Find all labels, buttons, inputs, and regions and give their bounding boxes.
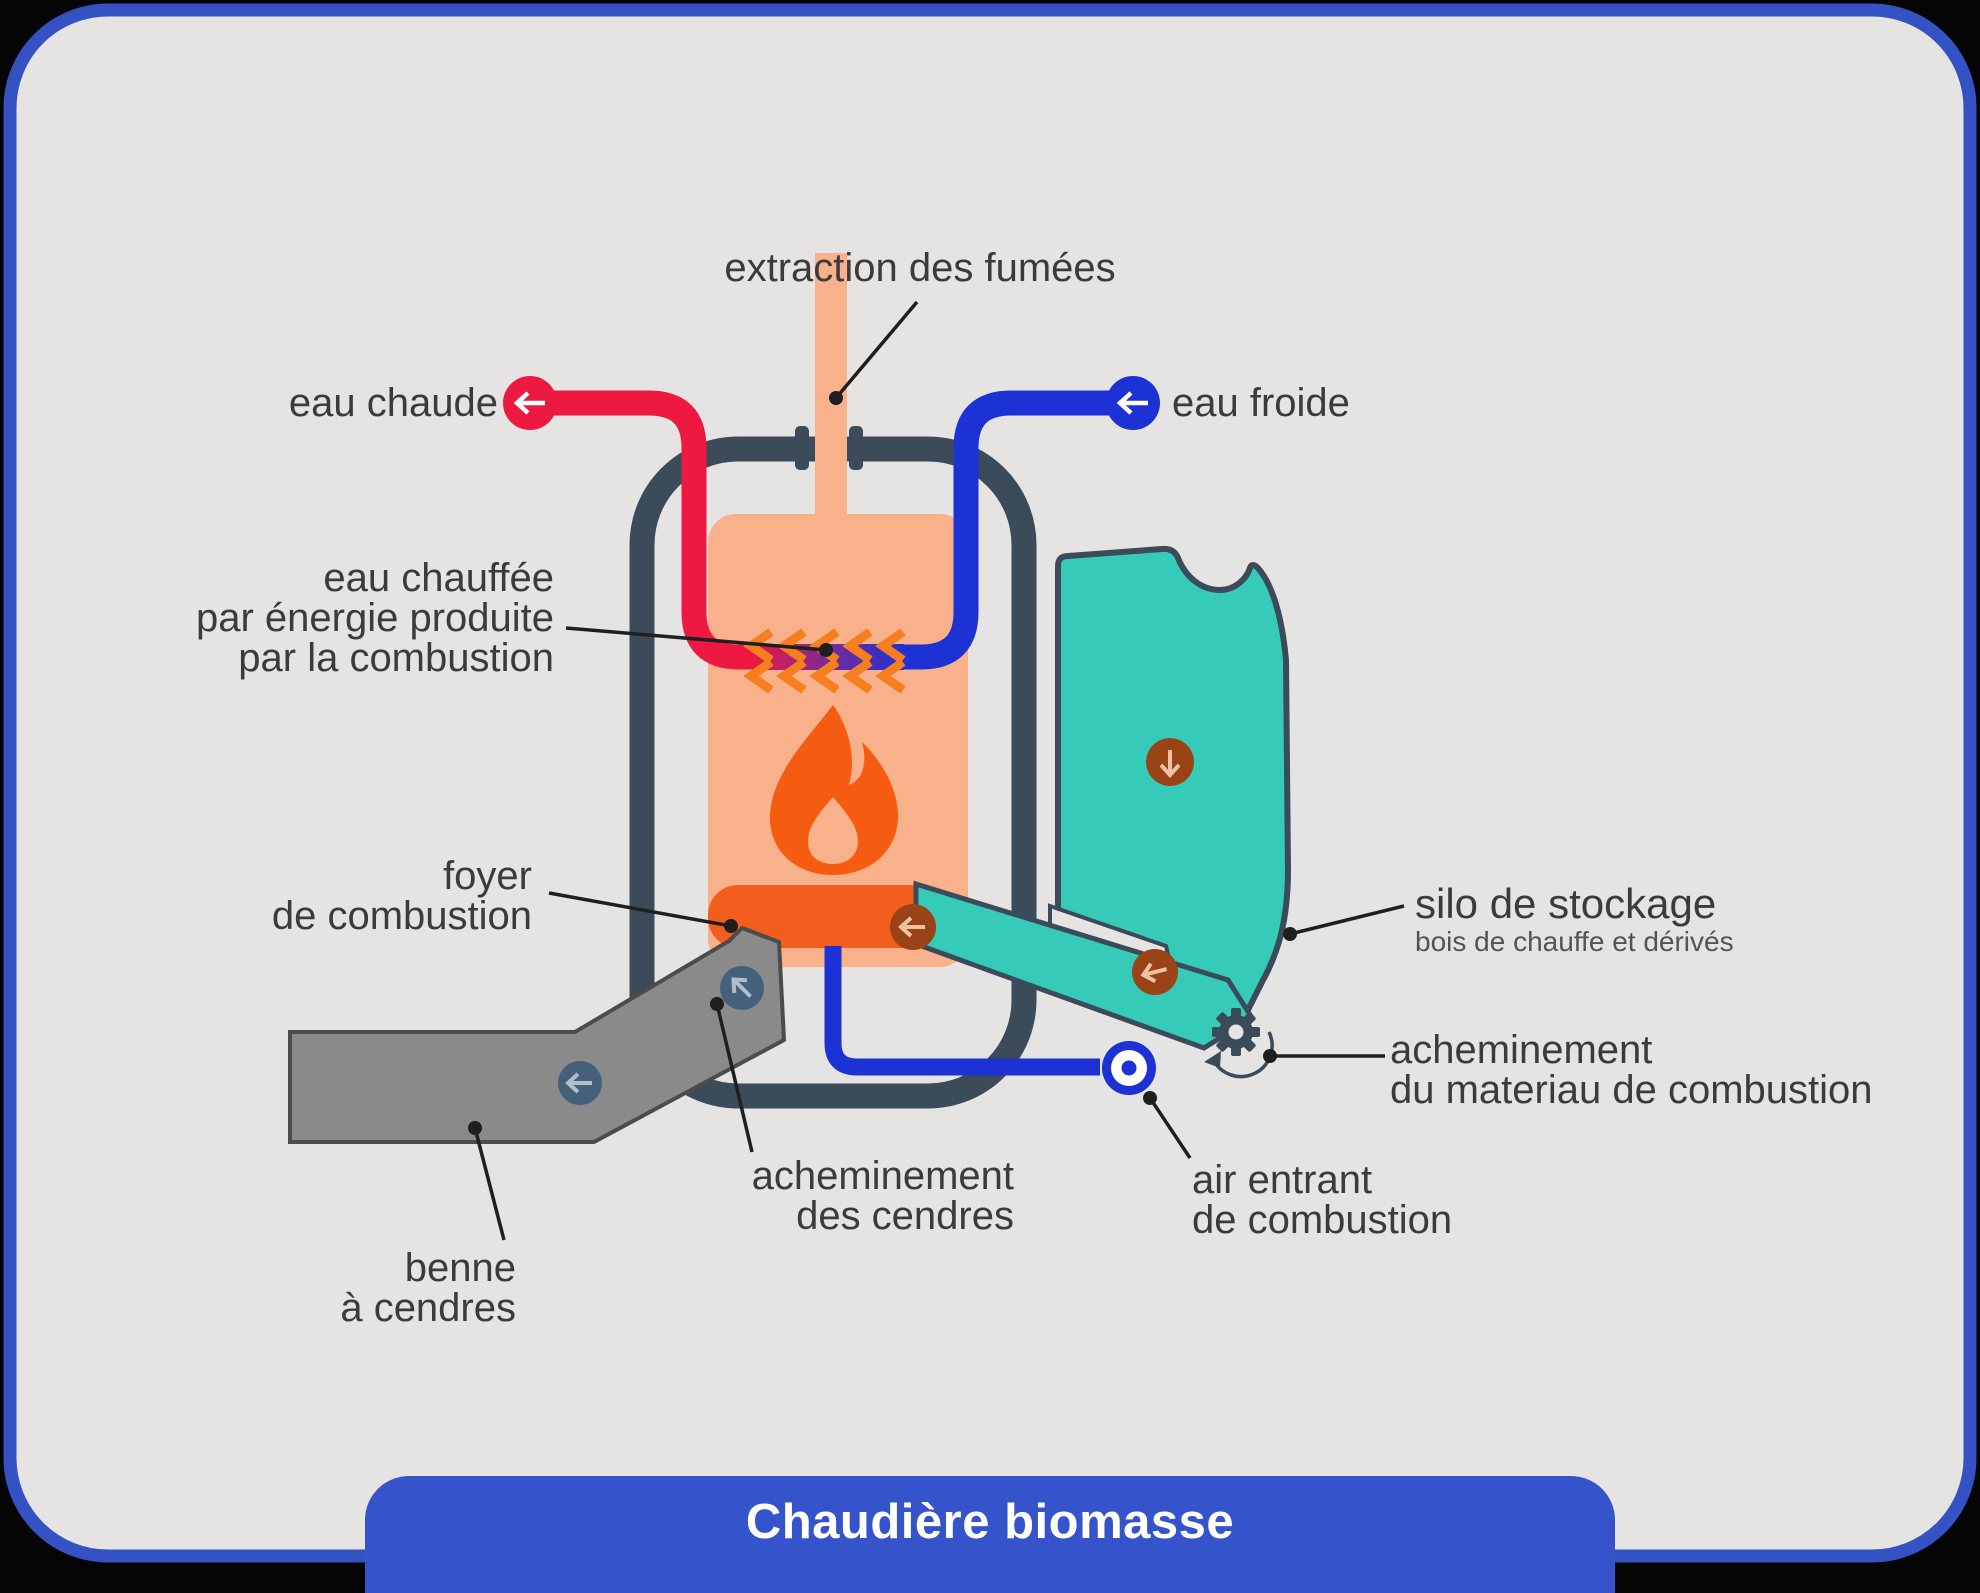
hot-water-pipe [530, 390, 760, 670]
cold-water-arrow-icon [1106, 376, 1160, 430]
label-extraction-fumees: extraction des fumées [724, 246, 1116, 290]
label-silo-stockage: silo de stockage bois de chauffe et déri… [1415, 880, 1734, 958]
silo-arrow-down-icon [1146, 738, 1194, 786]
ash-conveyor [288, 925, 787, 1144]
chute-arrow-left-icon [1132, 949, 1178, 995]
chimney-collar-right [849, 426, 863, 470]
gear-icon [1212, 1008, 1260, 1056]
label-air-entrant: air entrant de combustion [1192, 1158, 1453, 1242]
label-eau-froide: eau froide [1172, 381, 1350, 425]
leader-dots [468, 391, 1297, 1135]
label-acheminement-cendres: acheminement des cendres [751, 1154, 1014, 1238]
label-benne-cendres: benne à cendres [340, 1246, 516, 1330]
burner-bed [708, 885, 945, 948]
leader-lines [473, 300, 1405, 1241]
title-banner [365, 1476, 1615, 1593]
flame-icon [770, 705, 898, 875]
label-foyer-combustion: foyer de combustion [271, 854, 532, 938]
chimney-collar-left [795, 426, 809, 470]
page-title: Chaudière biomasse [745, 1495, 1235, 1549]
cold-water-pipe [898, 390, 1133, 670]
conveyor-arrow-left-icon [558, 1061, 602, 1105]
label-eau-chaude: eau chaude [288, 381, 498, 425]
label-acheminement-materiau: acheminement du materiau de combustion [1390, 1028, 1873, 1112]
air-inlet-target-icon [1102, 1041, 1156, 1095]
combustion-air-pipe [824, 946, 1100, 1076]
hot-water-arrow-icon [503, 376, 557, 430]
conveyor-arrow-downleft-icon [720, 966, 764, 1010]
feed-arrow-left-icon [890, 904, 936, 950]
label-eau-chauffee: eau chauffée par énergie produite par la… [195, 556, 554, 680]
rotation-arrow-icon [1204, 1031, 1274, 1079]
